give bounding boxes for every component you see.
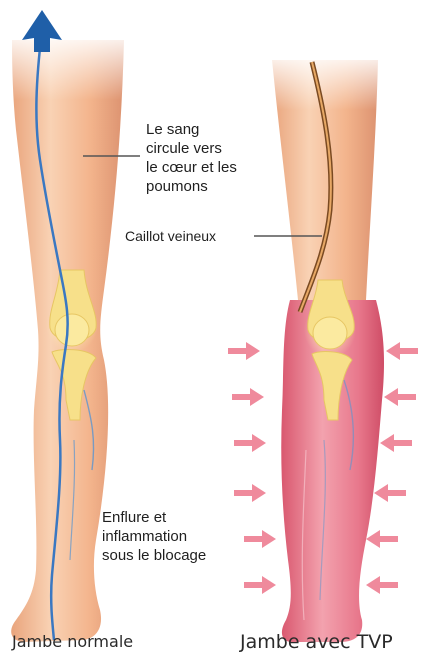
clot-label: Caillot veineux	[125, 227, 216, 246]
swelling-arrow-icon	[244, 576, 276, 594]
swelling-arrow-icon	[234, 434, 266, 452]
swelling-arrow-icon	[244, 530, 276, 548]
swelling-label-line: sous le blocage	[102, 546, 206, 565]
swelling-label-line: Enflure et	[102, 508, 206, 527]
swelling-arrow-icon	[384, 388, 416, 406]
blood-flow-label: Le sang circule vers le cœur et les poum…	[146, 120, 237, 196]
swelling-arrow-icon	[234, 484, 266, 502]
dvt-kneecap-bone	[313, 317, 347, 349]
blood-flow-label-line: le cœur et les	[146, 158, 237, 177]
dvt-leg	[262, 50, 392, 642]
kneecap-bone	[55, 314, 89, 346]
normal-leg-caption: Jambe normale	[12, 632, 133, 652]
swelling-arrow-icon	[386, 342, 418, 360]
blood-flow-label-line: poumons	[146, 177, 237, 196]
dvt-leg-caption: Jambe avec TVP	[240, 631, 393, 653]
swelling-arrow-icon	[380, 434, 412, 452]
swelling-arrow-icon	[232, 388, 264, 406]
blood-flow-label-line: circule vers	[146, 139, 237, 158]
swelling-label: Enflure et inflammation sous le blocage	[102, 508, 206, 565]
swelling-label-line: inflammation	[102, 527, 206, 546]
swelling-arrow-icon	[374, 484, 406, 502]
swelling-arrow-icon	[366, 576, 398, 594]
blood-flow-label-line: Le sang	[146, 120, 237, 139]
swelling-arrow-icon	[366, 530, 398, 548]
swelling-arrow-icon	[228, 342, 260, 360]
